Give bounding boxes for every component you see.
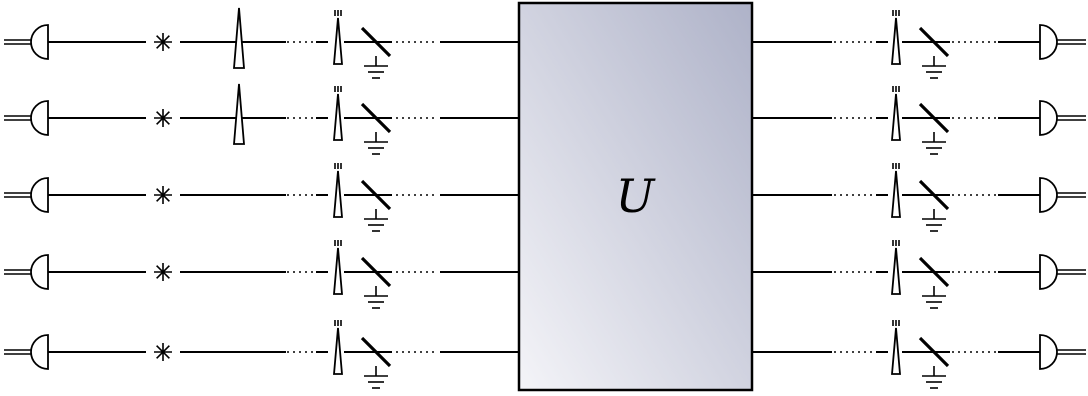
detector-half-circle: [1039, 24, 1058, 60]
beamsplitter-icon: [918, 26, 950, 79]
ground-icon: [364, 65, 388, 79]
electro-optic-modulator-icon: [891, 320, 901, 375]
electro-optic-modulator-icon: [891, 86, 901, 141]
mode-row-4: [4, 240, 1086, 309]
electro-optic-modulator-icon: [333, 10, 343, 65]
source-half-circle: [30, 254, 49, 290]
phase-shifter-icon: [233, 83, 245, 145]
asterisk-icon: [154, 186, 172, 204]
beamsplitter-icon: [360, 26, 392, 79]
ground-icon: [922, 218, 946, 232]
source-half-circle: [30, 334, 49, 370]
beamsplitter-icon: [360, 336, 392, 389]
detector-icon: [1039, 177, 1086, 213]
beamsplitter-mirror: [360, 179, 392, 211]
asterisk-icon: [154, 343, 172, 361]
ground-icon: [922, 65, 946, 79]
asterisk-stroke: [156, 111, 170, 125]
beamsplitter-icon: [918, 102, 950, 155]
modulator-body: [891, 17, 901, 65]
electro-optic-modulator-icon: [333, 240, 343, 295]
beamsplitter-mirror: [360, 102, 392, 134]
modulator-body: [891, 170, 901, 218]
half-circle-source-icon: [4, 334, 49, 370]
ground-icon: [364, 295, 388, 309]
phase-shifter-body: [233, 83, 245, 145]
electro-optic-modulator-icon: [891, 240, 901, 295]
ground-icon: [364, 375, 388, 389]
half-circle-source-icon: [4, 100, 49, 136]
asterisk-stroke: [156, 345, 170, 359]
modulator-body: [333, 17, 343, 65]
half-circle-source-icon: [4, 177, 49, 213]
asterisk-stroke: [156, 35, 170, 49]
detector-icon: [1039, 24, 1086, 60]
beamsplitter-icon: [360, 102, 392, 155]
beamsplitter-icon: [360, 179, 392, 232]
source-half-circle: [30, 177, 49, 213]
beamsplitter-mirror: [360, 26, 392, 58]
beamsplitter-mirror: [918, 26, 950, 58]
mode-row-5: [4, 320, 1086, 389]
electro-optic-modulator-icon: [333, 163, 343, 218]
beamsplitter-mirror: [360, 336, 392, 368]
beamsplitter-mirror: [918, 102, 950, 134]
modulator-body: [333, 327, 343, 375]
asterisk-icon: [154, 33, 172, 51]
beamsplitter-icon: [360, 256, 392, 309]
modulator-body: [891, 327, 901, 375]
mode-row-2: [4, 83, 1086, 155]
asterisk-icon: [154, 109, 172, 127]
detector-icon: [1039, 100, 1086, 136]
asterisk-stroke: [156, 188, 170, 202]
modulator-body: [891, 93, 901, 141]
mode-row-1: [4, 7, 1086, 79]
ground-icon: [922, 141, 946, 155]
electro-optic-modulator-icon: [333, 320, 343, 375]
beamsplitter-icon: [918, 179, 950, 232]
modulator-body: [333, 170, 343, 218]
phase-shifter-body: [233, 7, 245, 69]
detector-icon: [1039, 254, 1086, 290]
asterisk-icon: [154, 263, 172, 281]
mode-row-3: [4, 163, 1086, 232]
electro-optic-modulator-icon: [333, 86, 343, 141]
asterisk-stroke: [156, 265, 170, 279]
detector-half-circle: [1039, 334, 1058, 370]
ground-icon: [364, 141, 388, 155]
beamsplitter-icon: [918, 336, 950, 389]
beamsplitter-mirror: [918, 179, 950, 211]
beamsplitter-mirror: [918, 336, 950, 368]
electro-optic-modulator-icon: [891, 10, 901, 65]
ground-icon: [364, 218, 388, 232]
beamsplitter-mirror: [918, 256, 950, 288]
detector-icon: [1039, 334, 1086, 370]
unitary-label: U: [616, 169, 657, 223]
half-circle-source-icon: [4, 254, 49, 290]
source-half-circle: [30, 24, 49, 60]
beamsplitter-icon: [918, 256, 950, 309]
detector-half-circle: [1039, 177, 1058, 213]
half-circle-source-icon: [4, 24, 49, 60]
unitary-rect: [517, 1, 754, 392]
unitary-box: U: [517, 1, 754, 392]
phase-shifter-icon: [233, 7, 245, 69]
modulator-body: [333, 247, 343, 295]
ground-icon: [922, 375, 946, 389]
ground-icon: [922, 295, 946, 309]
source-half-circle: [30, 100, 49, 136]
electro-optic-modulator-icon: [891, 163, 901, 218]
detector-half-circle: [1039, 254, 1058, 290]
mode-rows: [4, 7, 1086, 389]
beamsplitter-mirror: [360, 256, 392, 288]
modulator-body: [891, 247, 901, 295]
detector-half-circle: [1039, 100, 1058, 136]
modulator-body: [333, 93, 343, 141]
